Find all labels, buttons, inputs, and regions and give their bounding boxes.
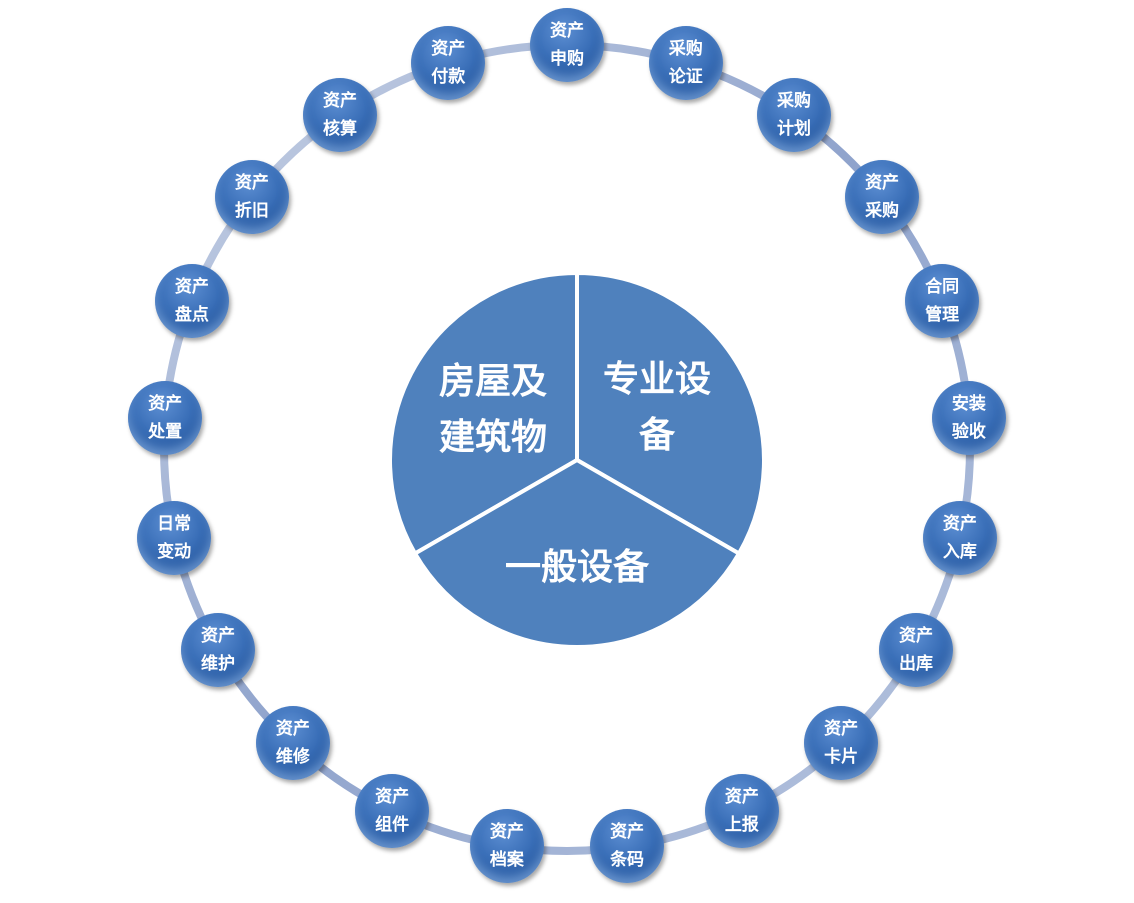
pie-label-special-equipment: 专业设 备 (603, 352, 711, 464)
node-label-line: 变动 (157, 541, 192, 562)
process-node: 资产出库 (879, 612, 953, 687)
node-label-line: 申购 (550, 49, 584, 69)
process-node: 资产入库 (922, 500, 997, 575)
process-node: 资产处置 (128, 380, 203, 455)
process-node: 资产采购 (845, 159, 920, 234)
node-label-line: 日常 (157, 513, 192, 534)
process-node: 资产盘点 (154, 263, 229, 338)
node-label-line: 卡片 (824, 747, 859, 768)
pie-slice-special-equipment (575, 270, 766, 557)
node-label-line: 资产 (431, 38, 466, 59)
node-label-line: 资产 (824, 719, 859, 740)
node-label-line: 合同 (925, 276, 960, 297)
process-node: 日常变动 (137, 500, 212, 575)
node-label-line: 折旧 (234, 200, 269, 221)
node-label-line: 核算 (322, 119, 357, 140)
process-node: 资产折旧 (214, 159, 289, 234)
process-node: 资产条码 (590, 809, 665, 884)
node-label-line: 资产 (724, 787, 759, 808)
label-line: 一般设备 (504, 547, 650, 588)
process-node: 资产维修 (255, 706, 330, 781)
process-node: 采购计划 (757, 78, 832, 153)
asset-category-pie (388, 270, 766, 649)
node-label-line: 安装 (951, 393, 986, 414)
node-label-line: 论证 (668, 66, 703, 87)
label-line: 房屋及 (438, 361, 548, 402)
process-node: 资产申购 (530, 8, 604, 82)
pie-label-buildings: 房屋及 建筑物 (439, 354, 547, 466)
pie-label-general-equipment: 一般设备 (505, 540, 649, 596)
node-label-line: 验收 (951, 421, 986, 442)
pie-slice-buildings (388, 270, 579, 557)
node-label-line: 维修 (275, 747, 310, 768)
node-label-line: 采购 (668, 38, 703, 59)
node-label-line: 资产 (234, 172, 269, 193)
process-node: 资产档案 (469, 809, 544, 884)
node-label-line: 资产 (550, 21, 584, 41)
node-label-line: 资产 (610, 822, 645, 843)
process-node: 资产付款 (411, 25, 486, 100)
node-label-line: 维护 (200, 653, 235, 674)
label-line: 备 (638, 415, 676, 456)
node-label-line: 管理 (925, 304, 960, 325)
node-label-line: 出库 (899, 653, 933, 674)
process-node: 资产组件 (355, 774, 430, 849)
node-label-line: 盘点 (174, 304, 209, 325)
node-label-line: 资产 (942, 513, 977, 534)
node-label-line: 计划 (777, 119, 812, 140)
node-label-line: 资产 (489, 822, 524, 843)
process-node: 资产维护 (180, 612, 255, 687)
process-node: 资产上报 (704, 774, 779, 849)
process-node: 安装验收 (931, 380, 1006, 455)
node-label-line: 资产 (375, 787, 410, 808)
process-node: 资产卡片 (804, 706, 879, 781)
node-label-line: 组件 (375, 815, 410, 836)
label-line: 建筑物 (438, 417, 548, 458)
process-node: 合同管理 (905, 263, 980, 338)
process-node: 采购论证 (648, 25, 723, 100)
node-label-line: 采购 (777, 91, 812, 112)
node-label-line: 处置 (148, 421, 183, 442)
node-label-line: 资产 (148, 393, 183, 414)
pie-slice-general-equipment (412, 457, 742, 649)
node-label-line: 资产 (200, 625, 235, 646)
node-label-line: 资产 (865, 172, 900, 193)
node-label-line: 上报 (724, 815, 759, 836)
node-label-line: 资产 (899, 625, 933, 646)
node-label-line: 入库 (942, 541, 977, 562)
node-label-line: 资产 (174, 276, 209, 297)
node-label-line: 采购 (865, 200, 900, 221)
node-label-line: 条码 (610, 850, 645, 871)
node-label-line: 档案 (489, 850, 524, 871)
node-label-line: 资产 (322, 91, 357, 112)
node-label-line: 付款 (431, 66, 466, 87)
process-node: 资产核算 (302, 78, 377, 153)
node-label-line: 资产 (275, 719, 310, 740)
label-line: 专业设 (602, 359, 712, 400)
